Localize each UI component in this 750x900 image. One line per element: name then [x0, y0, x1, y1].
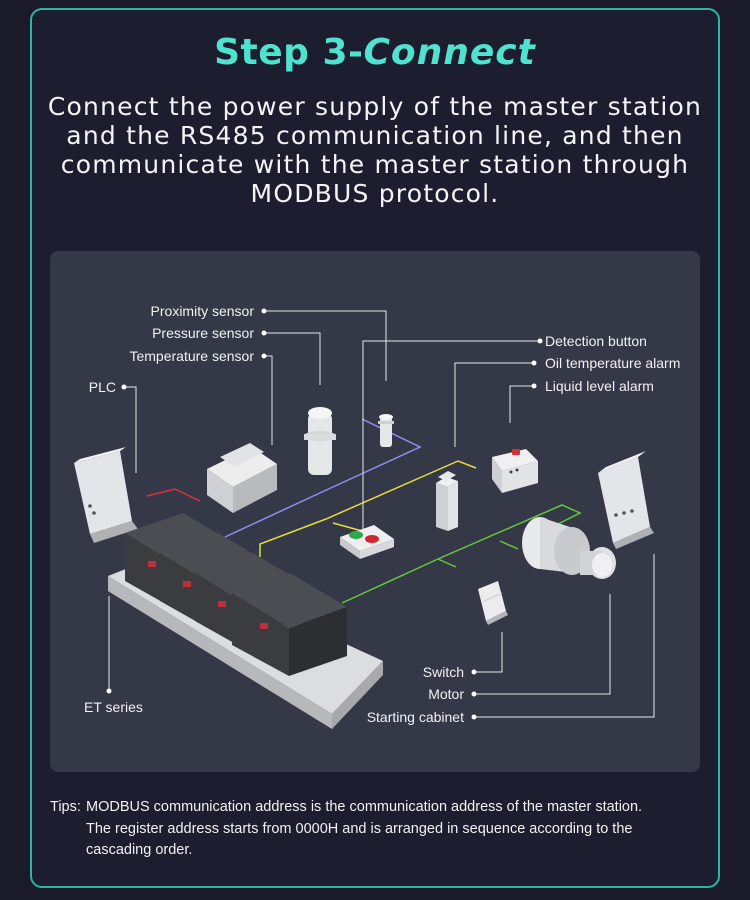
tips-line: The register address starts from 0000H a…	[86, 820, 633, 837]
tips-row: The register address starts from 0000H a…	[50, 819, 720, 841]
tips-row: cascading order.	[50, 840, 720, 862]
callout-line-proximity	[264, 310, 387, 381]
callout-line-temperature	[264, 355, 273, 445]
yellow-bus-line	[259, 460, 477, 557]
diagram-canvas	[74, 308, 655, 729]
title-prefix: Step 3-	[214, 32, 364, 73]
callout-line-pressure	[264, 332, 321, 385]
description-line: MODBUS protocol.	[250, 179, 500, 208]
red-bus-line	[146, 488, 201, 502]
callout-line-motor	[474, 594, 611, 695]
liquid-level-alarm-icon	[492, 449, 538, 493]
proximity-sensor-icon	[378, 414, 394, 447]
page-title: Step 3-Connect	[0, 32, 750, 73]
tips-line: cascading order.	[86, 842, 193, 858]
callout-line-starting	[474, 554, 655, 718]
description: Connect the power supply of the master s…	[40, 92, 710, 208]
label-liquid-level-alarm: Liquid level alarm	[545, 378, 654, 394]
callout-line-switch	[474, 632, 503, 673]
label-oil-temperature-alarm: Oil temperature alarm	[545, 355, 681, 371]
label-detection-button: Detection button	[545, 333, 647, 349]
green-bus-line	[341, 504, 582, 604]
temperature-sensor-icon	[207, 443, 277, 513]
callout-line-plc	[124, 386, 137, 473]
plc-cabinet-icon	[74, 447, 138, 543]
callout-line-oil	[454, 362, 534, 447]
description-line: and the RS485 communication line, and th…	[66, 121, 684, 150]
label-switch: Switch	[422, 664, 464, 680]
switch-icon	[478, 581, 508, 625]
motor-icon	[522, 517, 616, 579]
label-motor: Motor	[428, 686, 464, 702]
detection-button-icon	[340, 525, 394, 559]
description-line: communicate with the master station thro…	[60, 150, 690, 179]
starting-cabinet-icon	[598, 451, 654, 549]
oil-temperature-alarm-icon	[436, 471, 458, 531]
connection-diagram: Proximity sensor Pressure sensor Tempera…	[50, 251, 700, 772]
pressure-sensor-icon	[304, 407, 336, 475]
label-temperature-sensor: Temperature sensor	[129, 348, 254, 364]
tips-row: Tips: MODBUS communication address is th…	[50, 797, 720, 819]
description-line: Connect the power supply of the master s…	[47, 92, 703, 121]
callout-line-liquid	[509, 385, 534, 423]
label-et-series: ET series	[84, 699, 143, 715]
label-pressure-sensor: Pressure sensor	[152, 325, 254, 341]
label-starting-cabinet: Starting cabinet	[366, 709, 464, 725]
tips-line: MODBUS communication address is the comm…	[86, 799, 643, 815]
tips-section: Tips: MODBUS communication address is th…	[50, 797, 720, 862]
et-series-modules-icon	[125, 513, 347, 676]
label-proximity-sensor: Proximity sensor	[150, 303, 254, 319]
title-accent: Connect	[363, 32, 536, 73]
callout-line-detection	[362, 340, 540, 531]
label-plc: PLC	[88, 379, 116, 395]
tips-prefix: Tips:	[50, 799, 81, 815]
